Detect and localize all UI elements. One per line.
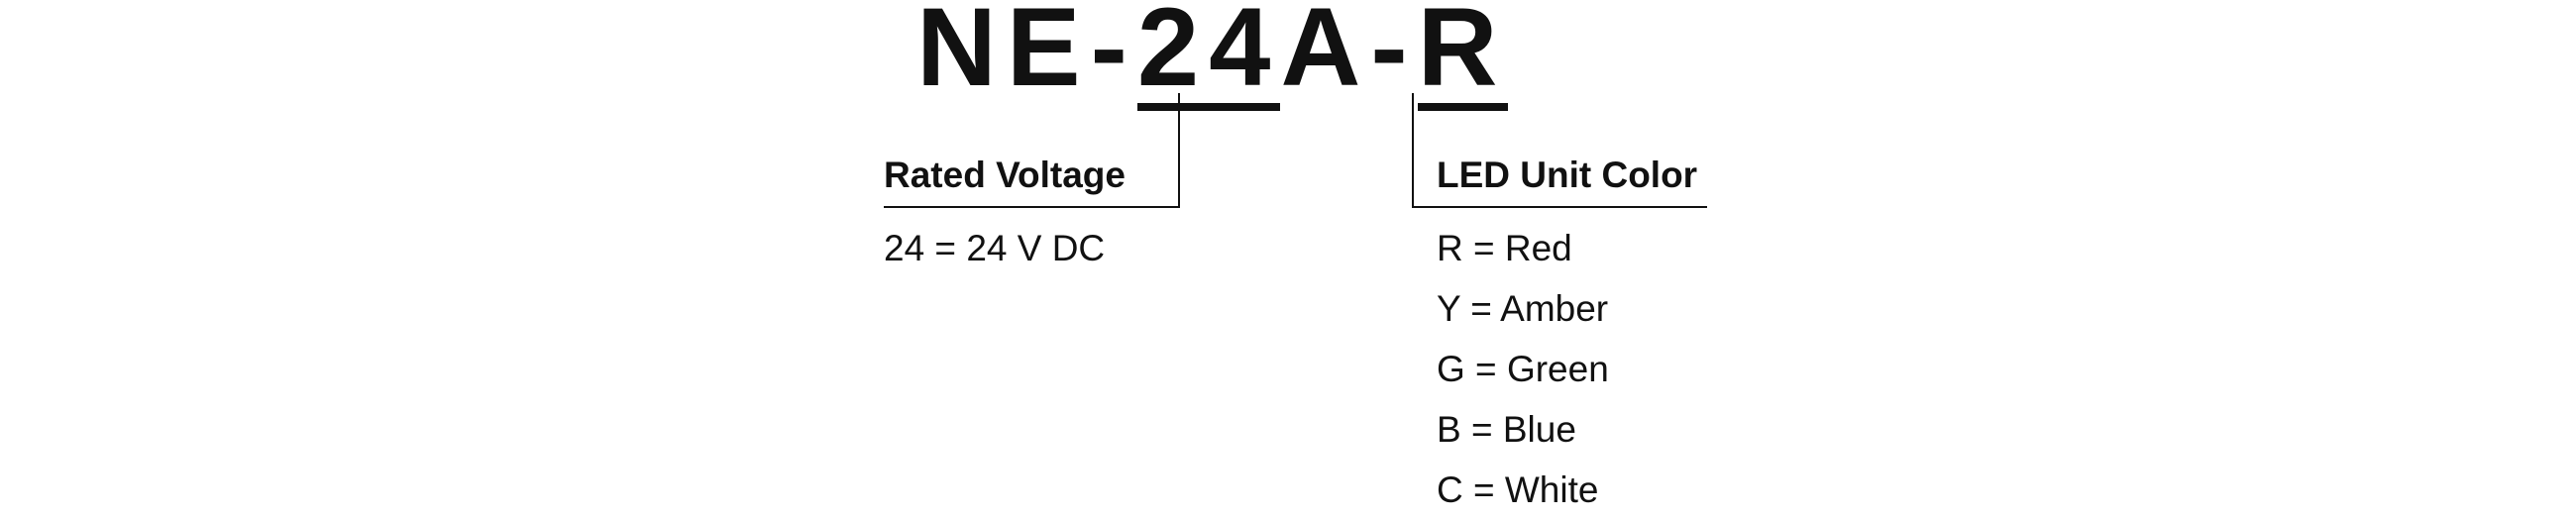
model-code-middle: A- [1280, 0, 1418, 109]
model-code-color-segment: R [1417, 0, 1508, 111]
model-code-voltage-segment: 24 [1136, 0, 1281, 111]
led-unit-color-rule [1412, 206, 1707, 208]
rated-voltage-title: Rated Voltage [884, 155, 1126, 195]
model-code: NE-24A-R [916, 0, 1508, 111]
led-color-option-white: C = White [1437, 469, 1599, 510]
led-unit-color-title: LED Unit Color [1437, 155, 1698, 195]
rated-voltage-option: 24 = 24 V DC [884, 228, 1106, 268]
voltage-connector-line [1178, 93, 1180, 208]
led-color-option-green: G = Green [1437, 349, 1609, 389]
led-color-option-blue: B = Blue [1437, 409, 1576, 450]
led-color-option-amber: Y = Amber [1437, 288, 1609, 329]
rated-voltage-rule [884, 206, 1180, 208]
color-connector-line [1412, 93, 1414, 208]
led-unit-color-options: R = Red Y = Amber G = Green B = Blue C =… [1437, 218, 1609, 520]
led-color-option-red: R = Red [1437, 228, 1572, 268]
model-code-prefix: NE- [916, 0, 1137, 109]
rated-voltage-options: 24 = 24 V DC [884, 218, 1105, 278]
